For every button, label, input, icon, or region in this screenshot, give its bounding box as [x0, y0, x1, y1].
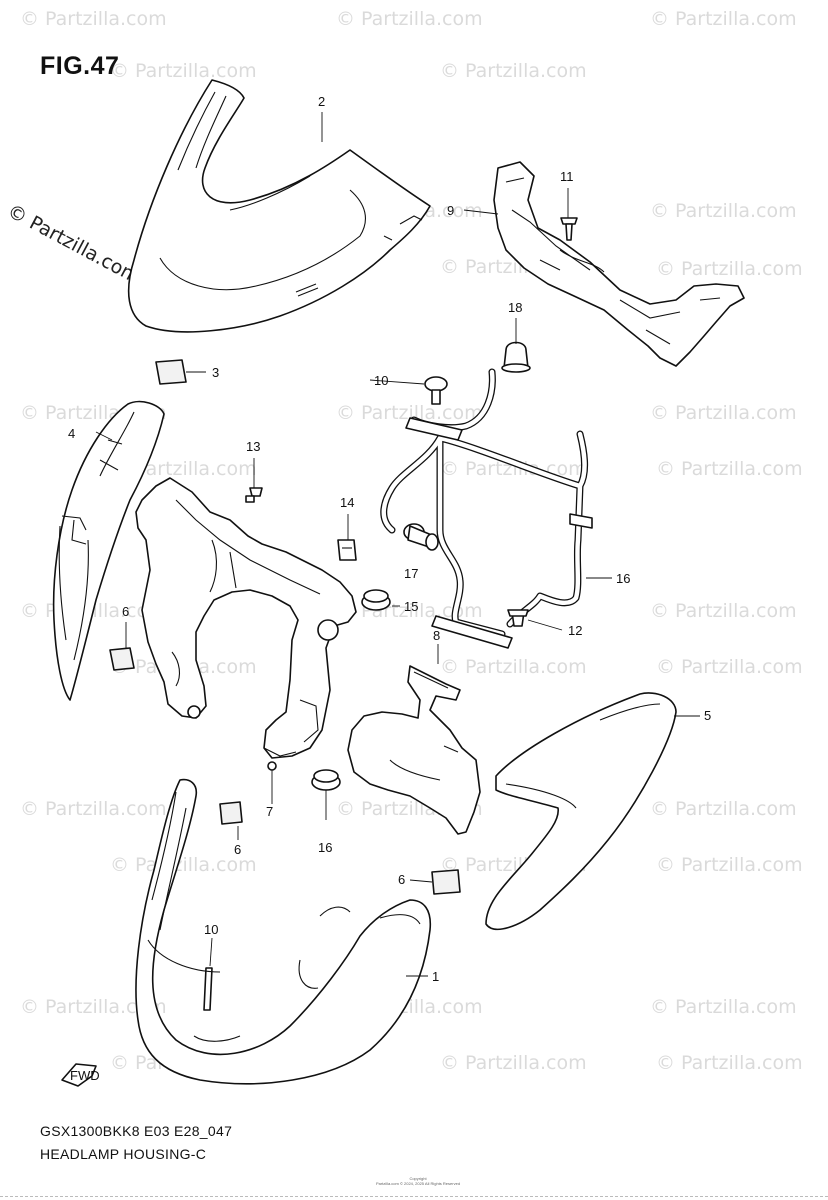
model-code: GSX1300BKK8 E03 E28_047 [40, 1123, 233, 1139]
watermark: © Partzilla.com [650, 996, 797, 1018]
copyright-line-2: Partzilla.com © 2024, 2025 All Rights Re… [375, 1181, 461, 1186]
part-6-cushion-left [109, 647, 135, 671]
figure-label: FIG.47 [40, 52, 120, 80]
callout-16: 15 [404, 599, 418, 614]
callout-1: 1 [432, 969, 439, 984]
callout-17: 16 [616, 571, 630, 586]
callout-7: 7 [266, 804, 273, 819]
callout-13: 12 [568, 623, 582, 638]
watermark: © Partzilla.com [650, 402, 797, 424]
watermark: © Partzilla.com [336, 8, 483, 30]
watermark: © Partzilla.com [20, 798, 167, 820]
part-6-cushion-right [431, 869, 461, 895]
callout-14: 13 [246, 439, 260, 454]
watermark: © Partzilla.com [650, 798, 797, 820]
copyright-line-1: Copyright [409, 1176, 427, 1181]
watermark: © Partzilla.com [656, 656, 803, 678]
watermark: © Partzilla.com [20, 996, 167, 1018]
callout-6-left: 6 [122, 604, 129, 619]
part-8-duct [347, 665, 481, 835]
callout-16-lower: 16 [318, 840, 332, 855]
watermark: © Partzilla.com [440, 1052, 587, 1074]
callout-15: 14 [340, 495, 354, 510]
watermark: © Partzilla.com [440, 60, 587, 82]
watermark: © Partzilla.com [650, 200, 797, 222]
part-12-screw [560, 217, 578, 241]
section-name: HEADLAMP HOUSING-C [40, 1146, 207, 1162]
callouts: 2 3 4 9 11 18 10 13 14 17 15 16 12 6 8 5… [68, 94, 711, 984]
callout-3: 3 [212, 365, 219, 380]
part-16-grommet-lower [311, 769, 341, 791]
watermark: © Partzilla.com [110, 60, 257, 82]
watermark: © Partzilla.com [650, 600, 797, 622]
watermark: © Partzilla.com [20, 8, 167, 30]
callout-2: 2 [318, 94, 325, 109]
part-9-bracket [493, 161, 745, 367]
watermark: © Partzilla.com [656, 458, 803, 480]
part-16-grommet-upper [361, 589, 391, 611]
part-2-upper-cowl [127, 79, 431, 333]
part-1-lower-cowl [135, 778, 432, 1085]
watermark: © Partzilla.com [650, 8, 797, 30]
watermark: © Partzilla.com [656, 258, 803, 280]
watermark: © Partzilla.com [440, 656, 587, 678]
bottom-divider [0, 1196, 828, 1197]
part-17-stay-frame [380, 368, 593, 649]
fwd-arrow: FWD [61, 1063, 100, 1087]
callout-5: 5 [704, 708, 711, 723]
watermark: © Partzilla.com [110, 854, 257, 876]
watermark: © Partzilla.com [336, 402, 483, 424]
callout-18: 17 [404, 566, 418, 581]
part-10-strip [203, 967, 213, 1011]
callout-12: 11 [560, 169, 574, 184]
part-11-bolt [424, 376, 448, 405]
part-14-screw [245, 487, 263, 503]
part-15-nut [337, 539, 357, 561]
part-7-bracket [135, 477, 357, 771]
copyright-notice: Copyright Partzilla.com © 2024, 2025 All… [358, 1176, 478, 1186]
callout-9: 9 [447, 203, 454, 218]
part-13-bolt [507, 609, 529, 627]
leader-lines [95, 112, 700, 977]
callout-6-right: 6 [398, 872, 405, 887]
part-5-side-cowl-right [485, 692, 677, 931]
part-6-cushion-center [219, 801, 243, 825]
part-3-cushion [155, 359, 187, 385]
callout-4: 4 [68, 426, 75, 441]
watermark: © Partzilla.com [656, 854, 803, 876]
part-19-cap [501, 341, 531, 373]
callout-10: 10 [204, 922, 218, 937]
callout-8: 8 [433, 628, 440, 643]
callout-19: 18 [508, 300, 522, 315]
watermark: © Partzilla.com [656, 1052, 803, 1074]
part-4-side-cowl-left [52, 400, 165, 701]
callout-11: 10 [374, 373, 388, 388]
callout-6-center: 6 [234, 842, 241, 857]
fwd-label: FWD [70, 1068, 100, 1083]
part-18-grommet [403, 523, 439, 551]
